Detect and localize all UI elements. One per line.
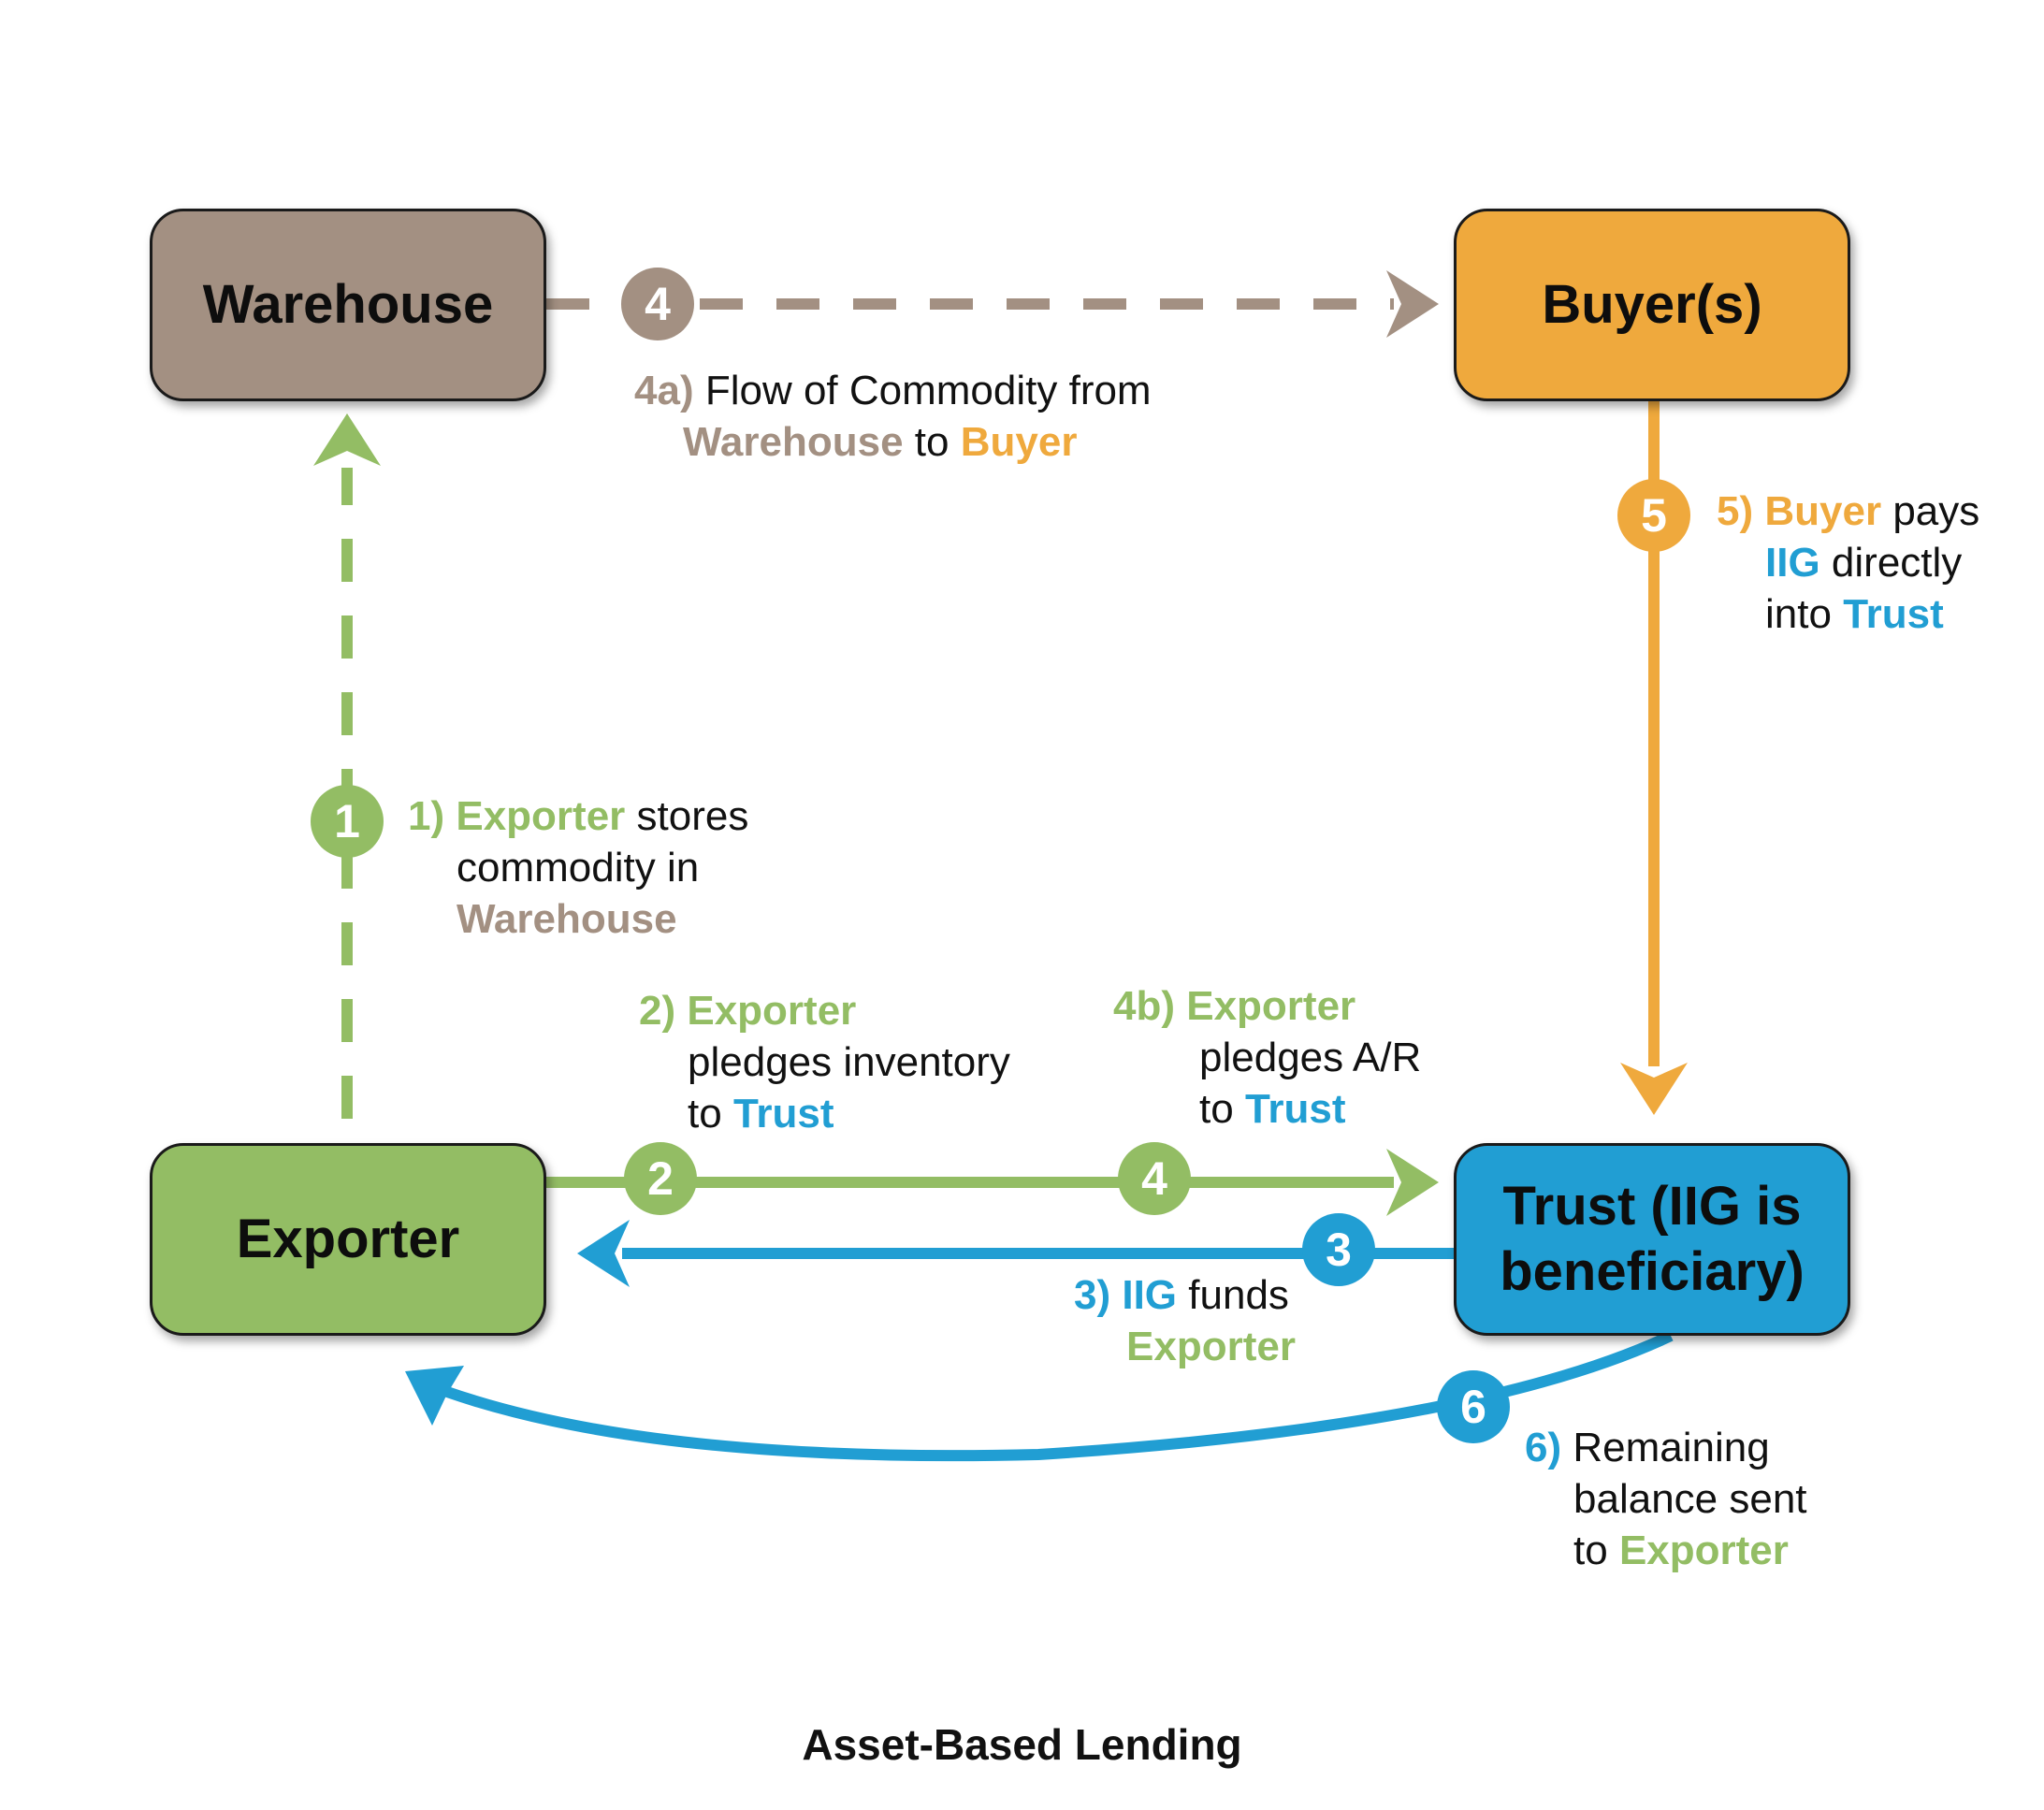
step-1-actor: Exporter (456, 793, 626, 839)
step-5-directly: directly (1831, 540, 1963, 586)
step-2-badge: 2 (624, 1142, 697, 1215)
step-5-target: Trust (1843, 591, 1944, 637)
step-2-label: 2) Exporter pledges inventory to Trust (639, 985, 1010, 1139)
warehouse-node: Warehouse (150, 209, 546, 401)
step-4a-label: 4a) Flow of Commodity from Warehouse to … (634, 365, 1152, 468)
step-3-verb: funds (1188, 1272, 1289, 1318)
step-4b-target: Trust (1244, 1086, 1346, 1132)
trust-label-line1: Trust (IIG is (1502, 1176, 1802, 1238)
step-3-label: 3) IIG funds Exporter (1074, 1269, 1296, 1372)
step-5-iig: IIG (1765, 540, 1820, 586)
trust-label-line2: beneficiary) (1500, 1241, 1805, 1302)
step-5-label: 5) Buyer pays IIG directly into Trust (1717, 485, 1979, 640)
step-4a-text: Flow of Commodity from (704, 368, 1152, 413)
step-3-actor: IIG (1122, 1272, 1178, 1318)
step-2-to: to (688, 1091, 722, 1137)
arrowhead-trust-left (1386, 1149, 1439, 1216)
step-2-number: 2) (639, 988, 676, 1034)
step-1-label: 1) Exporter stores commodity in Warehous… (408, 790, 748, 945)
step-1-verb: stores (636, 793, 749, 839)
step-6-line2: balance sent (1573, 1476, 1807, 1522)
arrow-remaining-balance (445, 1330, 1674, 1462)
step-1-target: Warehouse (457, 896, 677, 942)
arrowhead-exporter-right (577, 1220, 630, 1287)
exporter-label: Exporter (236, 1209, 460, 1270)
step-4a-source: Warehouse (683, 419, 904, 465)
step-4-badge-top: 4 (621, 268, 694, 340)
step-6-text: Remaining (1573, 1425, 1770, 1470)
step-2-line2: pledges inventory (688, 1039, 1010, 1085)
step-6-target: Exporter (1618, 1528, 1789, 1573)
step-2-target: Trust (732, 1091, 834, 1137)
step-5-number: 5) (1717, 488, 1754, 534)
step-1-line2: commodity in (457, 845, 700, 891)
step-5-badge: 5 (1617, 479, 1690, 552)
arrowhead-buyer (1386, 270, 1439, 338)
step-4b-to: to (1199, 1086, 1234, 1132)
arrowhead-exporter-bottom (405, 1366, 464, 1426)
step-2-actor: Exporter (687, 988, 857, 1034)
arrowhead-warehouse (313, 413, 381, 466)
buyer-node: Buyer(s) (1454, 209, 1850, 401)
step-5-actor: Buyer (1764, 488, 1882, 534)
step-3-target: Exporter (1126, 1324, 1296, 1369)
warehouse-label: Warehouse (202, 274, 494, 336)
exporter-node: Exporter (150, 1143, 546, 1336)
step-6-to: to (1573, 1528, 1608, 1573)
step-1-number: 1) (408, 793, 445, 839)
step-4b-label: 4b) Exporter pledges A/R to Trust (1113, 980, 1421, 1135)
step-4-badge-bottom: 4 (1118, 1142, 1191, 1215)
step-4a-number: 4a) (634, 368, 694, 413)
step-3-badge: 3 (1302, 1213, 1375, 1286)
step-5-into: into (1765, 591, 1832, 637)
step-4b-line2: pledges A/R (1199, 1035, 1422, 1080)
step-3-number: 3) (1074, 1272, 1111, 1318)
buyer-label: Buyer(s) (1542, 274, 1762, 336)
step-6-number: 6) (1525, 1425, 1562, 1470)
step-4a-target: Buyer (960, 419, 1078, 465)
step-4b-number: 4b) (1113, 983, 1175, 1029)
diagram-title: Asset-Based Lending (802, 1720, 1242, 1769)
step-1-badge: 1 (311, 785, 384, 858)
step-4a-to: to (914, 419, 950, 465)
arrowhead-trust-top (1620, 1063, 1688, 1115)
trust-node: Trust (IIG is beneficiary) (1454, 1143, 1850, 1336)
step-6-label: 6) Remaining balance sent to Exporter (1525, 1422, 1807, 1576)
step-5-verb: pays (1892, 488, 1980, 534)
step-4b-actor: Exporter (1186, 983, 1356, 1029)
step-6-badge: 6 (1437, 1370, 1510, 1443)
